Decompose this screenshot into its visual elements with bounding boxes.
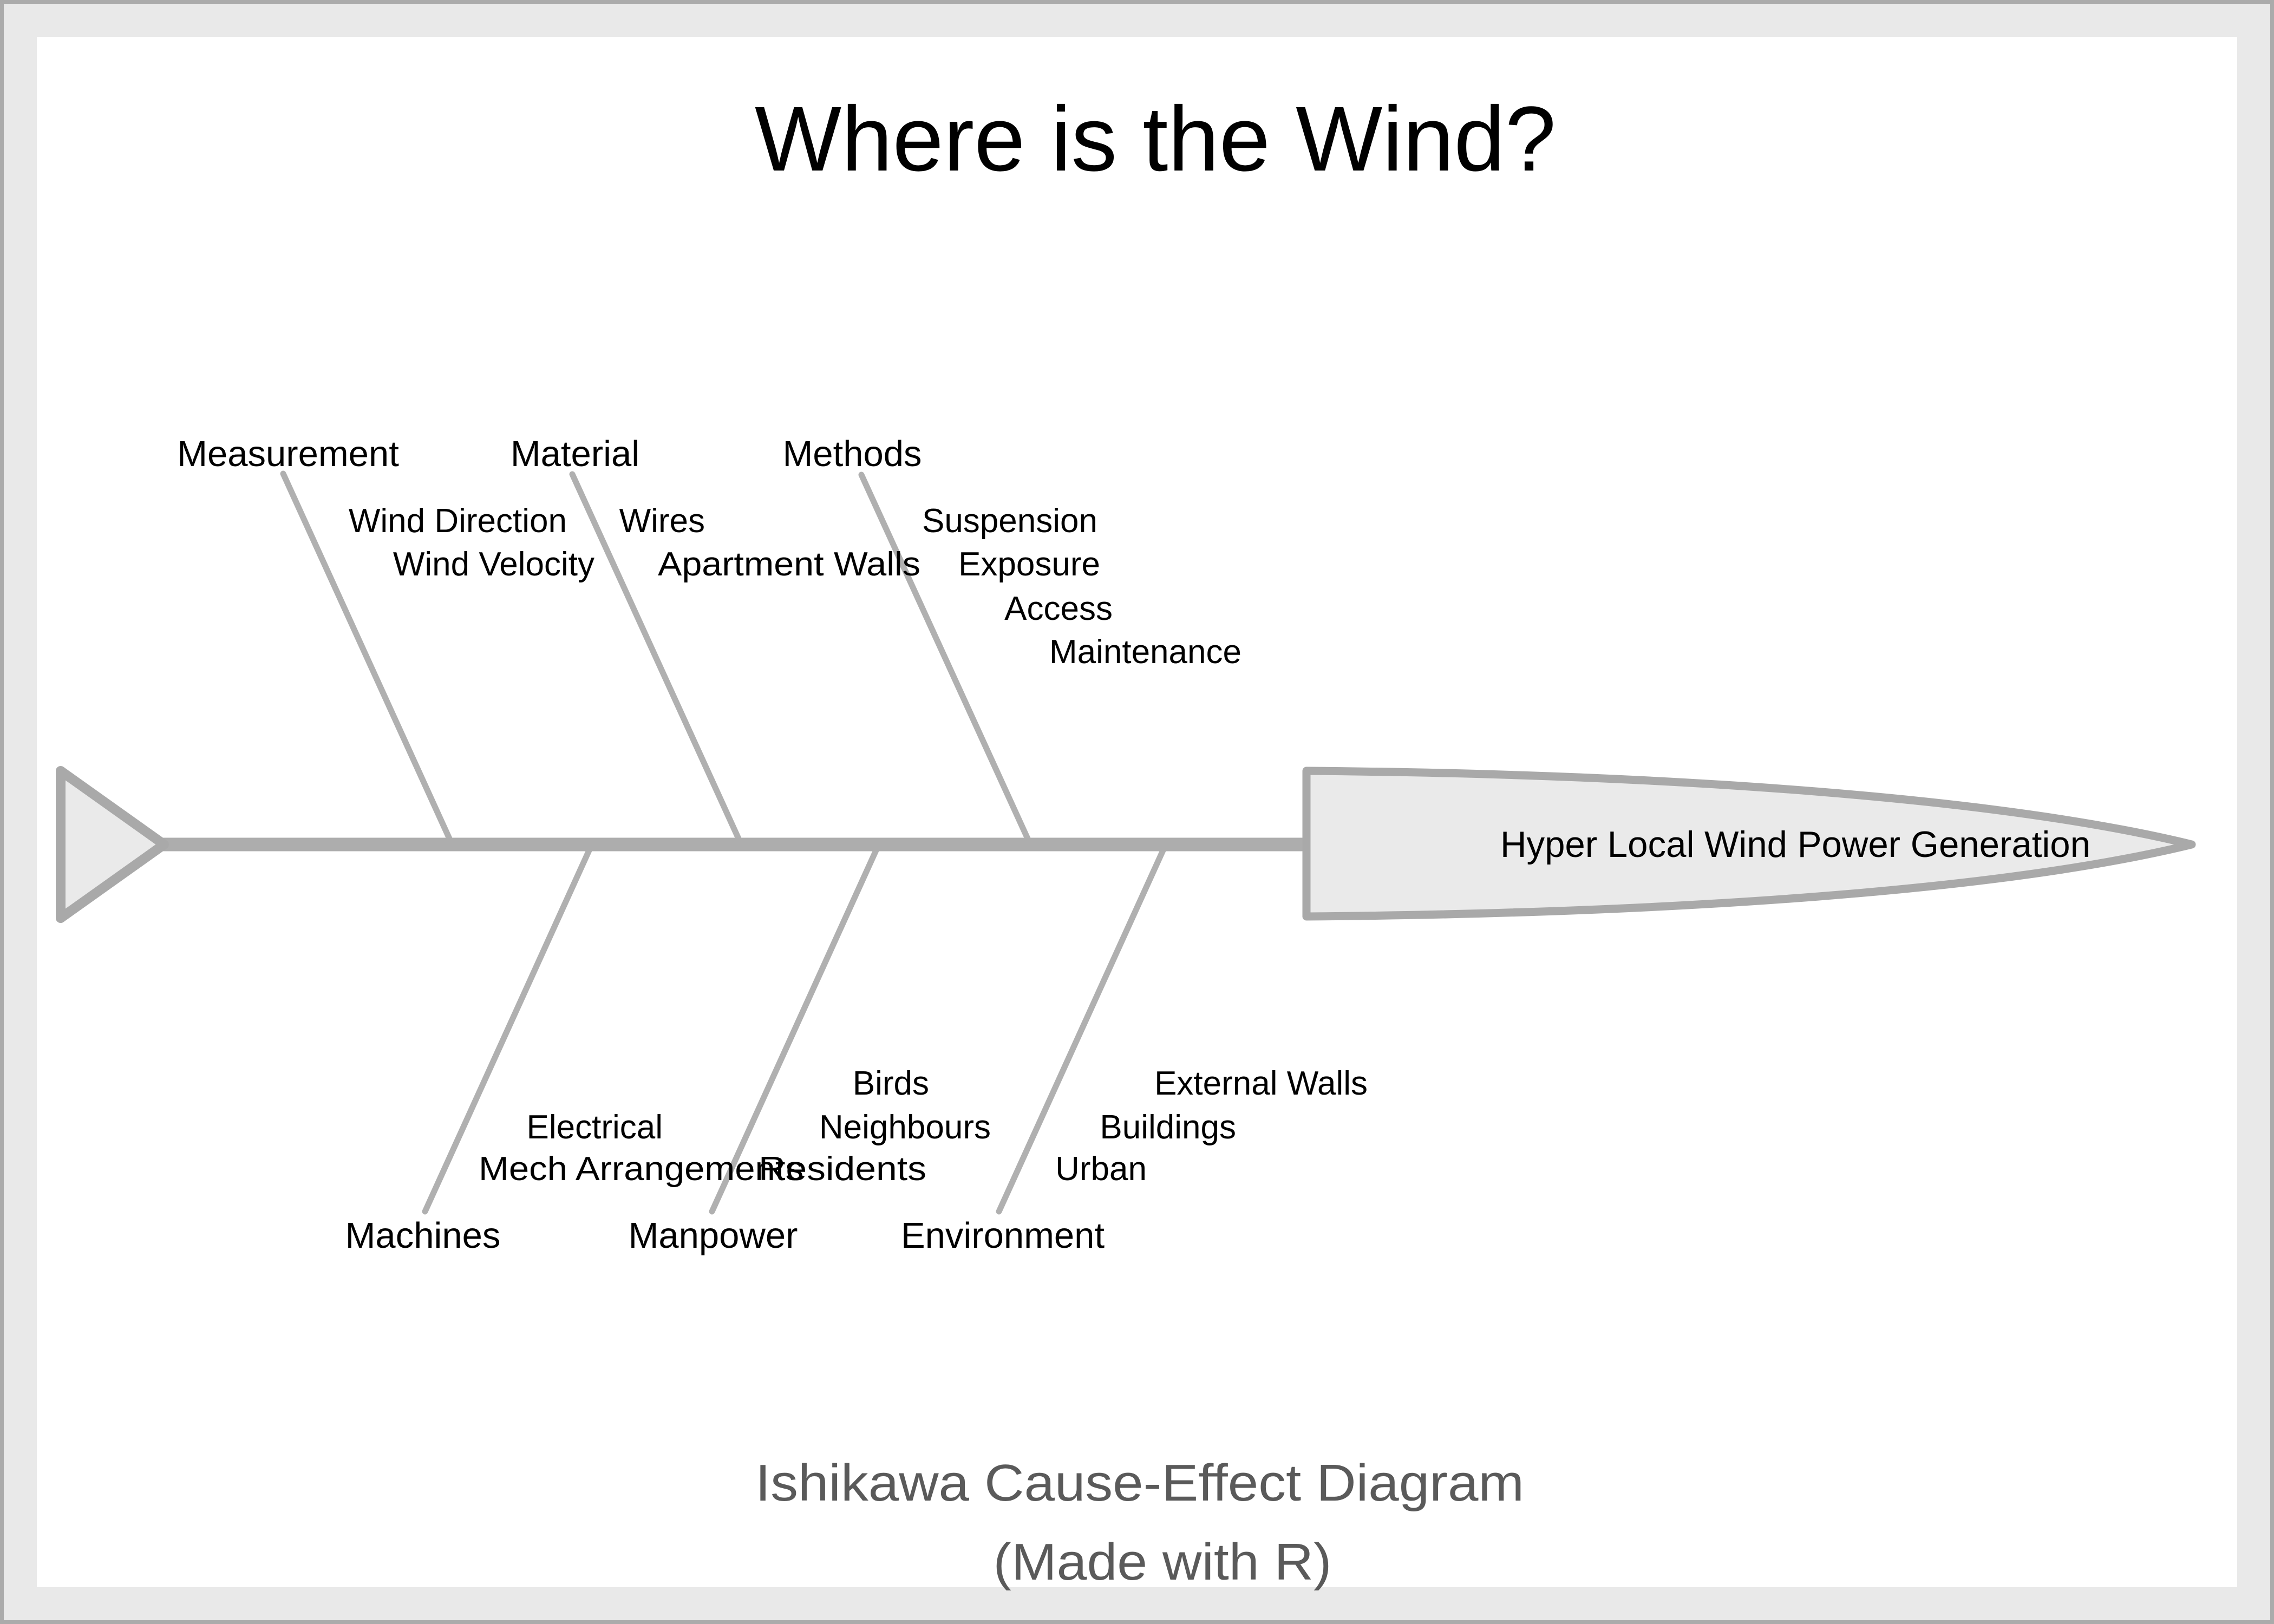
cause-label-access: Access [1004,590,1113,627]
cause-label-exposure: Exposure [958,546,1100,583]
branch-line-measurement [280,470,455,848]
tail-triangle [56,766,169,923]
cause-label-maintenance: Maintenance [1049,633,1241,671]
cause-label-wind-velocity: Wind Velocity [393,546,594,583]
diagram-title: Where is the Wind? [755,88,1556,191]
cause-label-wires: Wires [619,502,705,540]
cause-label-electrical: Electrical [526,1109,663,1146]
cause-label-external-walls: External Walls [1154,1065,1368,1102]
cause-label-birds: Birds [853,1065,929,1102]
cause-label-residents: Residents [759,1150,926,1188]
branch-line-methods [858,472,1034,848]
branch-line-manpower [709,841,882,1215]
caption-line-1: Ishikawa Cause-Effect Diagram [755,1454,1524,1512]
category-label-environment: Environment [901,1215,1105,1256]
category-label-manpower: Manpower [629,1215,798,1256]
caption-line-2: (Made with R) [994,1533,1332,1591]
cause-label-apartment-walls: Apartment Walls [658,546,920,583]
branch-line-environment [996,841,1169,1215]
category-label-machines: Machines [345,1215,501,1256]
cause-label-urban: Urban [1055,1150,1147,1188]
branch-line-material [569,471,744,848]
cause-label-neighbours: Neighbours [819,1109,991,1146]
cause-label-suspension: Suspension [922,502,1097,540]
effect-head-shape [1302,767,2196,921]
effect-label: Hyper Local Wind Power Generation [1500,824,2090,865]
category-label-measurement: Measurement [177,434,399,474]
cause-label-wind-direction: Wind Direction [349,502,567,540]
category-label-methods: Methods [783,434,922,474]
cause-label-mech-arrangements: Mech Arrangements [479,1150,803,1188]
branch-line-machines [422,841,595,1215]
cause-label-buildings: Buildings [1100,1109,1236,1146]
category-label-material: Material [511,434,639,474]
